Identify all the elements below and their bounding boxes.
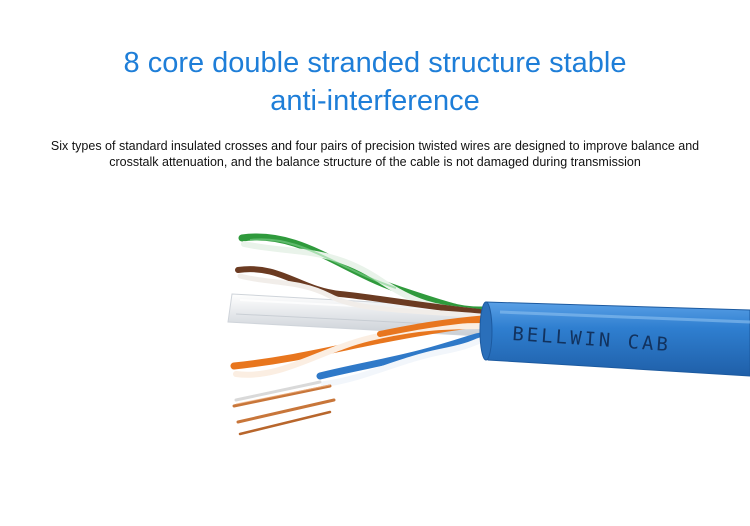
copper-conductors (232, 380, 336, 436)
headline-line-1: 8 core double stranded structure stable (123, 47, 627, 79)
headline: 8 core double stranded structure stable … (0, 44, 750, 120)
cable-illustration: BELLWIN CAB (227, 233, 750, 436)
description-text: Six types of standard insulated crosses … (50, 139, 700, 169)
blue-pair (316, 330, 494, 387)
brown-pair (235, 266, 483, 319)
cable-jacket: BELLWIN CAB (479, 301, 750, 377)
headline-line-2: anti-interference (270, 85, 480, 117)
cable-photo: BELLWIN CAB (0, 210, 750, 526)
orange-pair (230, 315, 494, 378)
